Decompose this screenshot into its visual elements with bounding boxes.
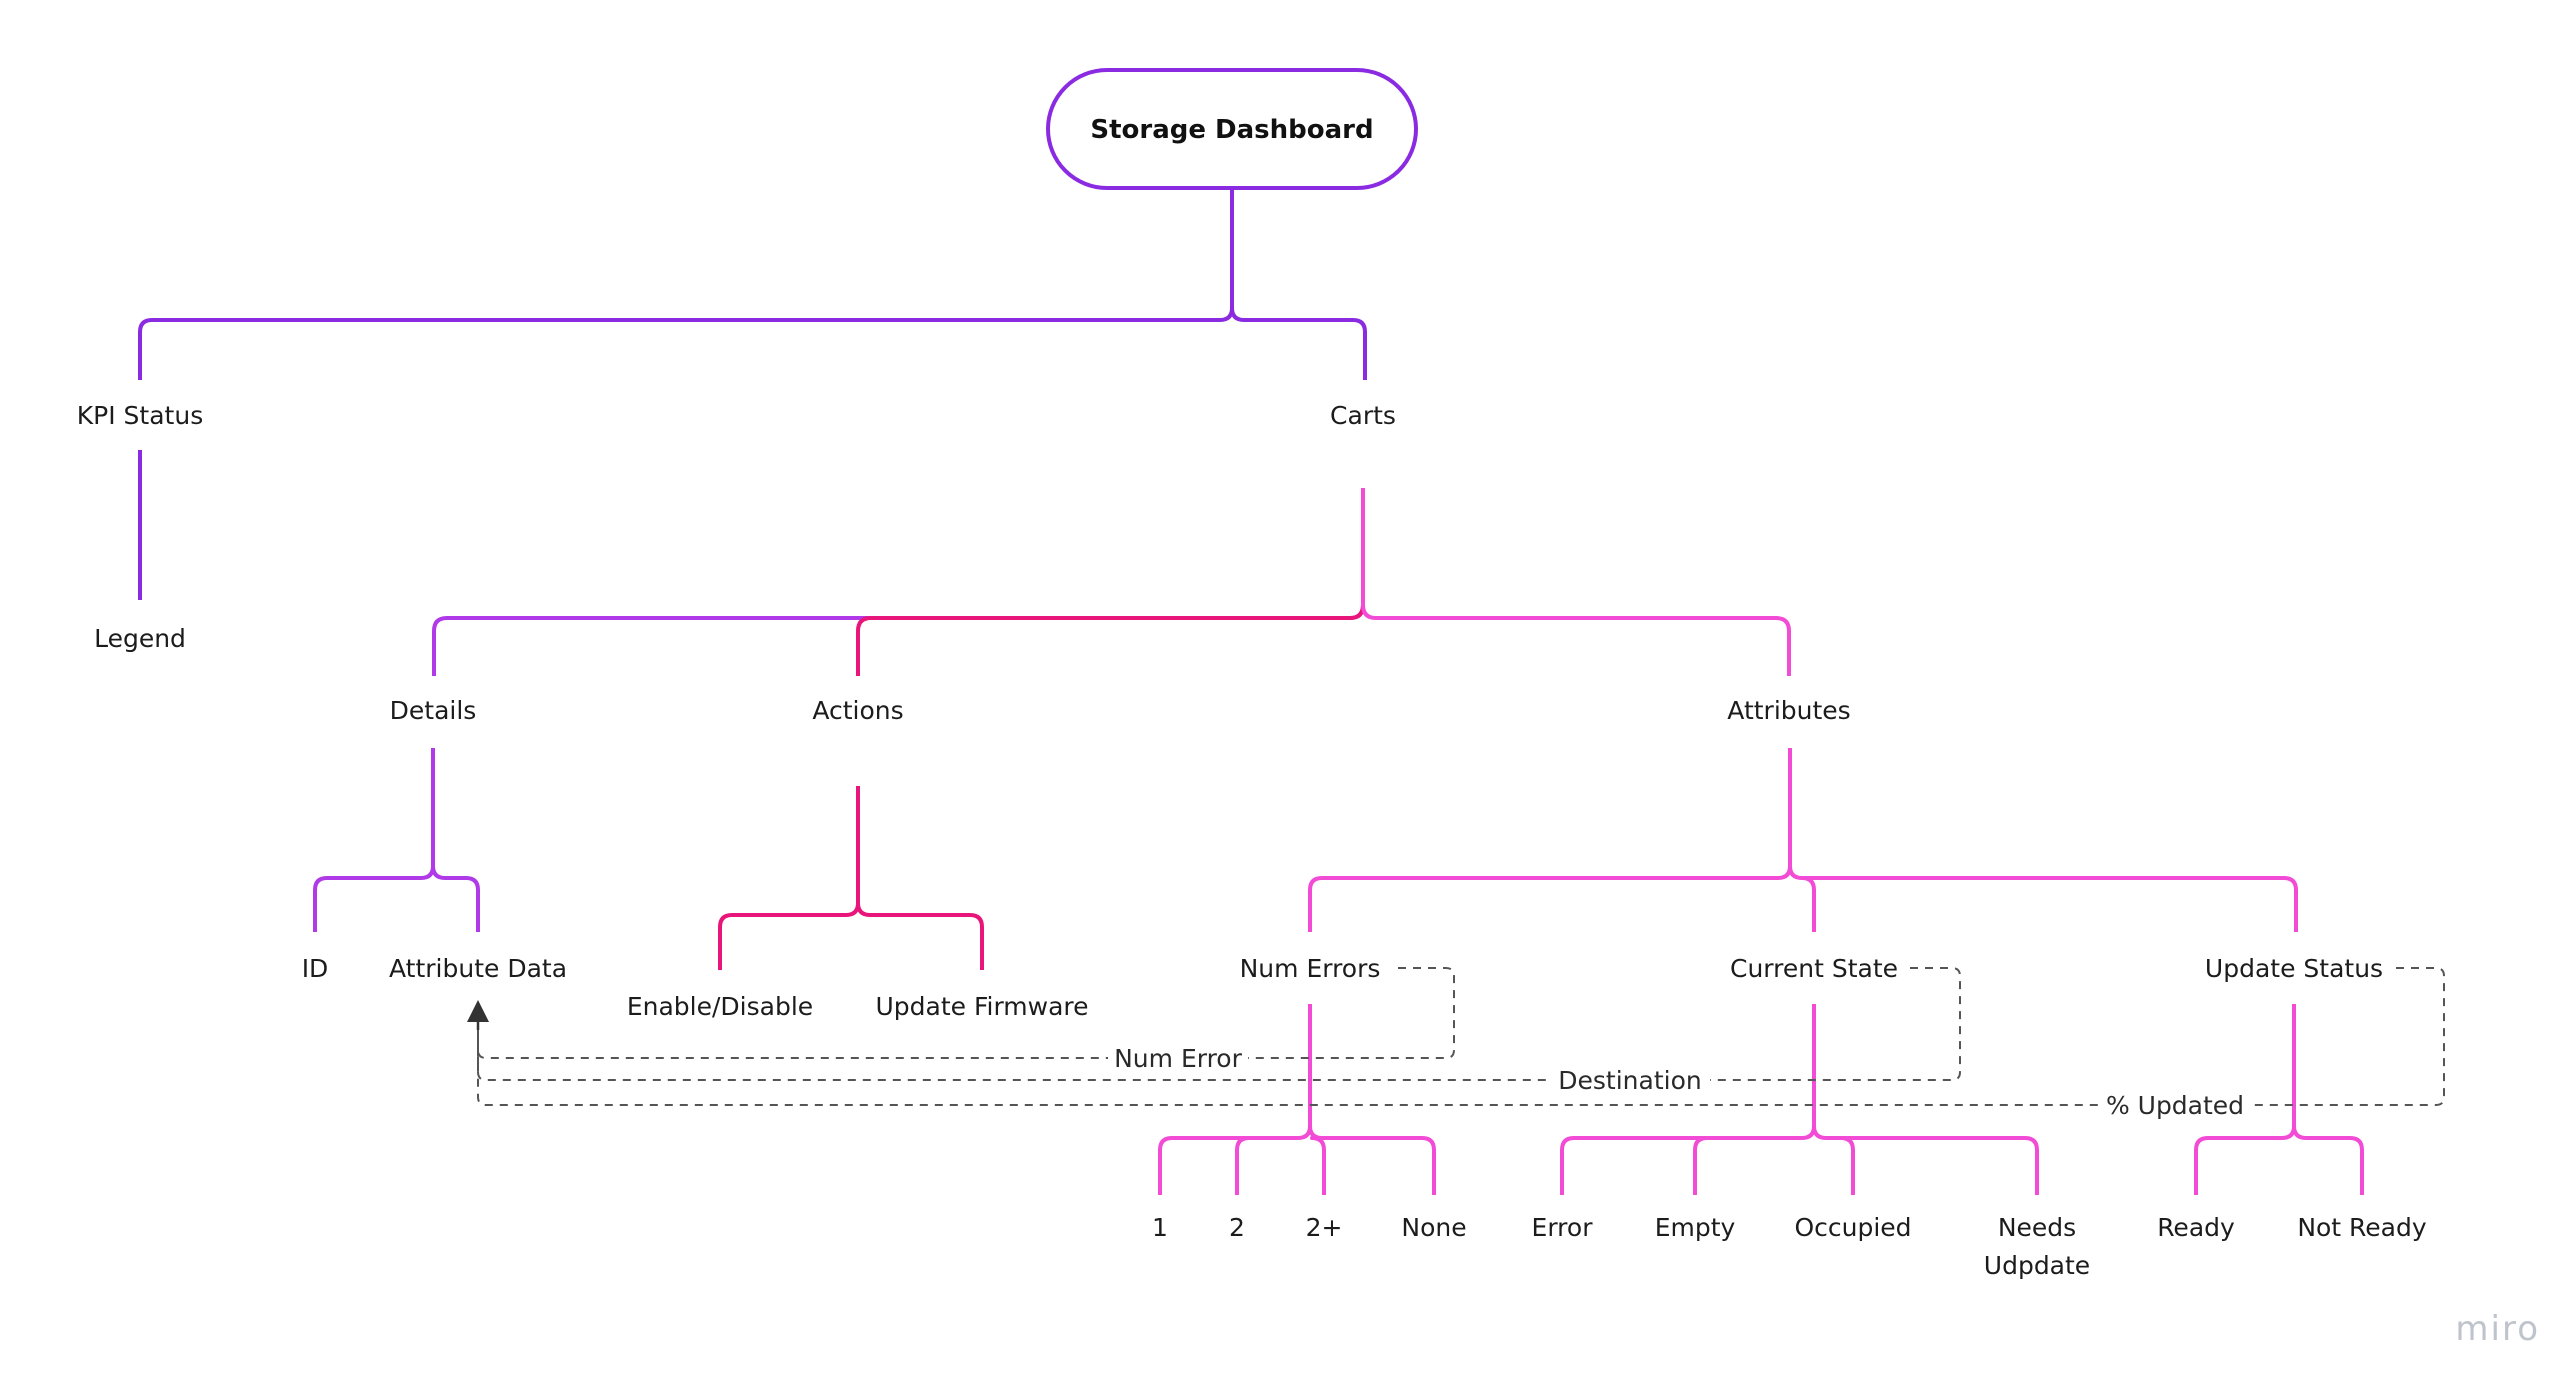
connector-label-pct-updated: % Updated: [2106, 1091, 2244, 1120]
node-kpi-status[interactable]: KPI Status: [77, 401, 203, 430]
node-state-needs-update-line2: Udpdate: [1984, 1251, 2090, 1280]
connector-actions-children: [718, 786, 984, 970]
connector-root-carts: [1230, 307, 1367, 380]
node-state-occupied[interactable]: Occupied: [1794, 1213, 1911, 1242]
node-legend[interactable]: Legend: [94, 624, 186, 653]
node-num-errors[interactable]: Num Errors: [1240, 954, 1381, 983]
connector-details-children: [313, 748, 480, 932]
node-state-needs-update[interactable]: Needs: [1998, 1213, 2076, 1242]
connector-label-destination: Destination: [1558, 1066, 1701, 1095]
dashed-connector-num-error: [477, 967, 1455, 1059]
node-err-none[interactable]: None: [1401, 1213, 1466, 1242]
miro-watermark-logo: miro: [2455, 1309, 2540, 1349]
connector-carts-actions: [856, 604, 1365, 676]
node-err-2[interactable]: 2: [1229, 1213, 1245, 1242]
connector-current-state-children: [1560, 1004, 2039, 1195]
connector-carts-details: [432, 488, 1365, 676]
node-carts[interactable]: Carts: [1330, 401, 1396, 430]
node-attribute-data[interactable]: Attribute Data: [389, 954, 567, 983]
arrow-head-icon: [467, 1000, 489, 1022]
node-status-ready[interactable]: Ready: [2157, 1213, 2235, 1242]
node-status-not-ready[interactable]: Not Ready: [2297, 1213, 2427, 1242]
node-err-2plus[interactable]: 2+: [1306, 1213, 1343, 1242]
dashed-connector-pct-updated: [477, 967, 2445, 1106]
connector-root-down: [138, 190, 1234, 380]
node-id[interactable]: ID: [302, 954, 329, 983]
root-node[interactable]: [1046, 68, 1418, 190]
node-state-empty[interactable]: Empty: [1655, 1213, 1736, 1242]
node-state-error[interactable]: Error: [1532, 1213, 1594, 1242]
node-update-firmware[interactable]: Update Firmware: [875, 992, 1088, 1021]
connector-update-status-children: [2194, 1004, 2364, 1195]
connector-num-errors-children: [1158, 1004, 1436, 1195]
node-enable-disable[interactable]: Enable/Disable: [627, 992, 813, 1021]
connector-carts-attributes: [1361, 488, 1791, 676]
node-update-status[interactable]: Update Status: [2205, 954, 2383, 983]
node-attributes[interactable]: Attributes: [1727, 696, 1850, 725]
node-details[interactable]: Details: [390, 696, 477, 725]
node-actions[interactable]: Actions: [812, 696, 903, 725]
root-node-label: Storage Dashboard: [1090, 115, 1373, 145]
connector-attributes-children: [1308, 748, 2298, 932]
dashed-connector-destination: [477, 967, 1961, 1081]
node-current-state[interactable]: Current State: [1730, 954, 1898, 983]
node-err-1[interactable]: 1: [1152, 1213, 1168, 1242]
connector-label-num-error: Num Error: [1114, 1044, 1243, 1073]
